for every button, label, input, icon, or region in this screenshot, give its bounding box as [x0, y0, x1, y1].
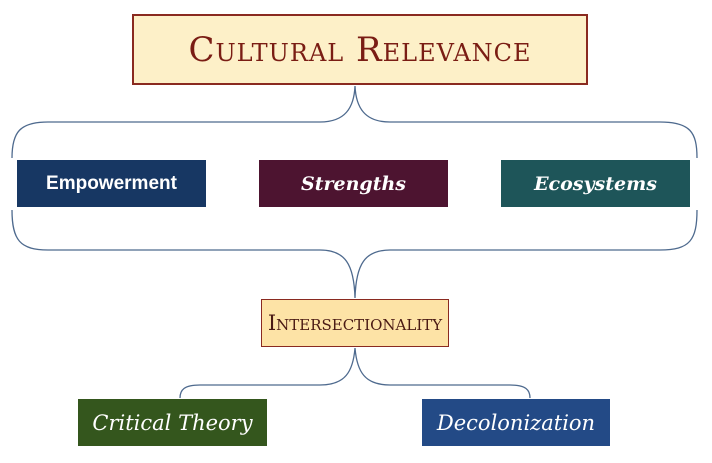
leaf-critical-theory: Critical Theory	[78, 399, 267, 446]
pillar-label: Ecosystems	[534, 172, 657, 195]
pillar-empowerment: Empowerment	[17, 160, 206, 207]
title-text: Cultural Relevance	[188, 29, 532, 70]
leaf-label: Critical Theory	[92, 410, 253, 435]
leaf-label: Decolonization	[436, 410, 596, 435]
pillar-strengths: Strengths	[259, 160, 448, 207]
leaf-fork	[179, 347, 531, 399]
bottom-brace	[11, 209, 698, 299]
pillar-label: Strengths	[301, 172, 406, 195]
top-brace	[11, 85, 698, 159]
pillar-ecosystems: Ecosystems	[501, 160, 690, 207]
title-box: Cultural Relevance	[132, 14, 588, 85]
leaf-decolonization: Decolonization	[422, 399, 610, 446]
pillar-label: Empowerment	[46, 172, 177, 194]
hub-text: Intersectionality	[267, 311, 443, 335]
hub-box: Intersectionality	[261, 299, 449, 347]
